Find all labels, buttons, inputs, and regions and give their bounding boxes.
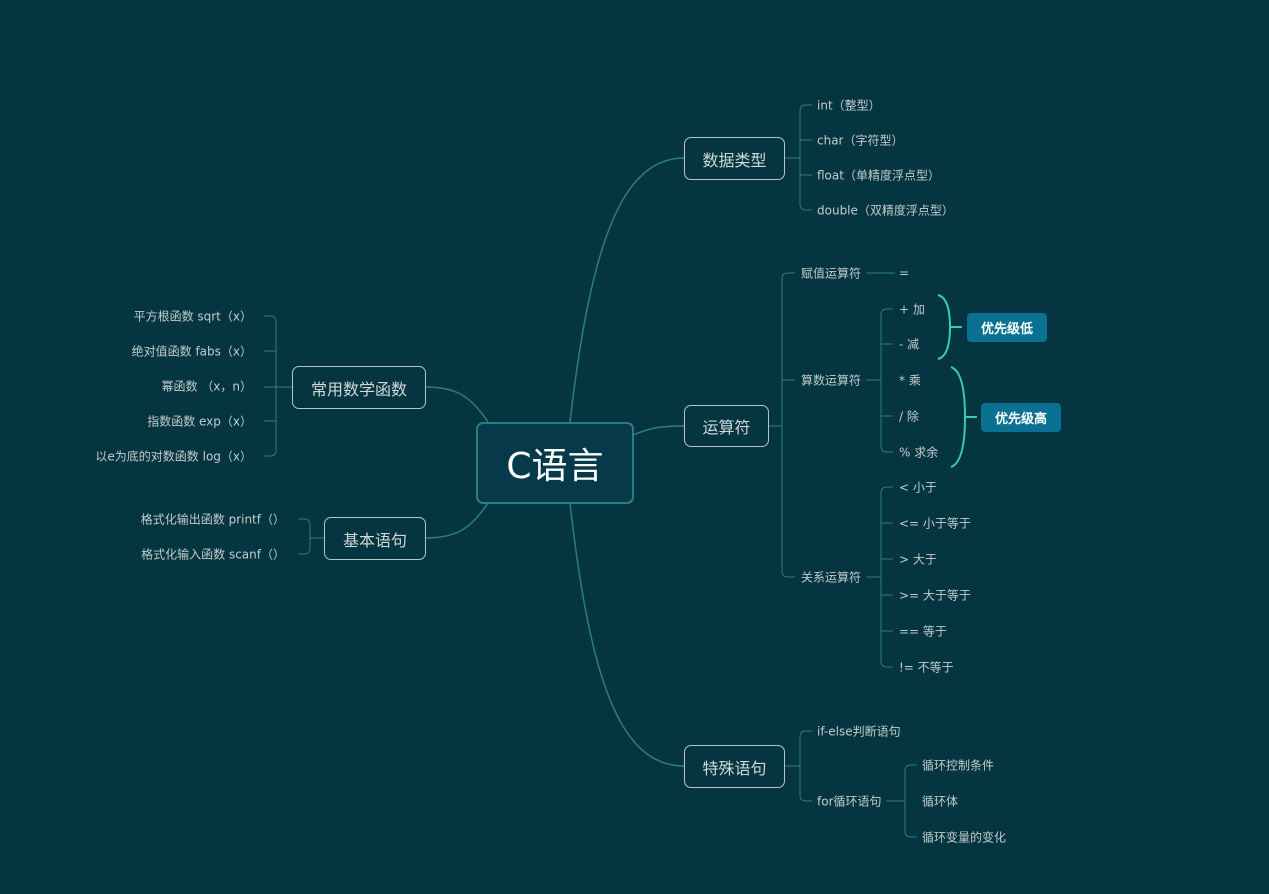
leaf-ge[interactable]: >= 大于等于: [899, 588, 971, 603]
node-assign-operators[interactable]: 赋值运算符: [801, 266, 862, 281]
node-special[interactable]: 特殊语句: [684, 745, 785, 788]
leaf-char[interactable]: char（字符型）: [817, 133, 904, 148]
root-node[interactable]: C语言: [476, 422, 634, 504]
leaf-printf[interactable]: 格式化输出函数 printf（）: [140, 512, 285, 527]
leaf-assign[interactable]: =: [899, 266, 910, 280]
badge-low-priority[interactable]: 优先级低: [967, 313, 1047, 342]
badge-high-priority[interactable]: 优先级高: [981, 403, 1061, 432]
leaf-sqrt[interactable]: 平方根函数 sqrt（x）: [133, 309, 252, 324]
leaf-if-else[interactable]: if-else判断语句: [817, 724, 901, 739]
leaf-eq[interactable]: == 等于: [899, 624, 947, 639]
leaf-gt[interactable]: > 大于: [899, 552, 937, 567]
leaf-div[interactable]: / 除: [899, 409, 919, 424]
leaf-add[interactable]: + 加: [899, 302, 925, 317]
leaf-le[interactable]: <= 小于等于: [899, 516, 971, 531]
leaf-loop-body[interactable]: 循环体: [922, 794, 959, 809]
leaf-log[interactable]: 以e为底的对数函数 log（x）: [95, 449, 252, 464]
node-for-loop[interactable]: for循环语句: [817, 794, 882, 809]
leaf-sub[interactable]: - 减: [899, 337, 920, 352]
leaf-fabs[interactable]: 绝对值函数 fabs（x）: [131, 344, 252, 359]
leaf-float[interactable]: float（单精度浮点型）: [817, 168, 940, 183]
node-math-functions[interactable]: 常用数学函数: [292, 366, 426, 409]
leaf-pow[interactable]: 幂函数 （x，n）: [161, 379, 252, 394]
leaf-scanf[interactable]: 格式化输入函数 scanf（）: [141, 547, 285, 562]
leaf-lt[interactable]: < 小于: [899, 480, 937, 495]
node-data-types[interactable]: 数据类型: [684, 137, 785, 180]
leaf-int[interactable]: int（整型）: [817, 98, 881, 113]
leaf-loop-update[interactable]: 循环变量的变化: [922, 830, 1007, 845]
leaf-loop-condition[interactable]: 循环控制条件: [922, 758, 995, 773]
node-arith-operators[interactable]: 算数运算符: [801, 373, 862, 388]
node-basic-statements[interactable]: 基本语句: [324, 517, 426, 560]
leaf-mod[interactable]: % 求余: [899, 445, 939, 460]
leaf-ne[interactable]: != 不等于: [899, 660, 954, 675]
leaf-double[interactable]: double（双精度浮点型）: [817, 203, 954, 218]
leaf-exp[interactable]: 指数函数 exp（x）: [147, 414, 252, 429]
node-operators[interactable]: 运算符: [684, 405, 769, 447]
node-relational-operators[interactable]: 关系运算符: [801, 570, 862, 585]
leaf-mul[interactable]: * 乘: [899, 373, 921, 388]
